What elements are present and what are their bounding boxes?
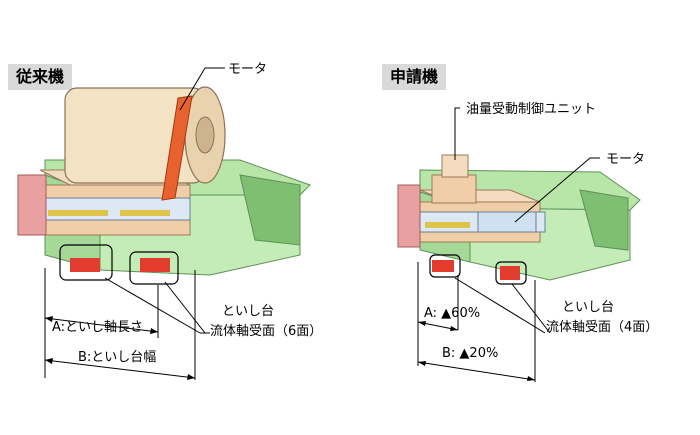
dim2-b-arrow [417,361,536,381]
control-unit-base [431,174,477,204]
base-right-block [239,174,301,246]
right-dim-a-label: A: ▲60% [424,306,481,321]
right-motor-label: モータ [606,152,646,167]
bearing2-callout-left [429,254,461,278]
right-unit-label: 油量受動制御ユニット [466,102,597,117]
right-dim-b-label: B: ▲20% [442,346,499,361]
left-dim-a-label: A:といし軸長さ [52,320,144,335]
left-dim-b-label: B:といし台幅 [78,350,157,365]
base2-right-block [579,189,629,251]
proposed-machine-drawing [397,107,641,382]
conventional-machine-drawing [17,67,311,380]
spindle2-band [425,222,470,228]
spindle-band-1 [48,210,108,216]
left-bearing-label-1: といし台 [222,304,275,319]
bearing-pad-left [70,258,100,272]
wheel2-flange [397,184,421,248]
motor-hub [195,116,215,154]
spindle-band-2 [120,210,170,216]
left-bearing-label-2: 流体軸受面（6面） [210,324,323,339]
unit-leader [454,107,460,160]
wheel-flange [17,174,47,236]
right-bearing-label-1: といし台 [562,300,615,315]
bearing-pad-right [140,258,170,272]
right-bearing-label-2: 流体軸受面（4面） [546,320,659,335]
bearing-callout-box-left [59,244,113,281]
left-motor-label: モータ [228,62,268,77]
belt [161,95,193,201]
motor2-leader [514,157,600,223]
bearing-leader-2 [164,281,206,334]
builtin-motor [477,211,537,233]
bearing-leader-1 [104,277,201,334]
bearing2-leader-1 [454,277,546,334]
bearing2-pad-left [432,260,454,272]
bearing2-leader-2 [511,283,551,334]
bearing2-callout-right [495,261,527,285]
conventional-machine-tag: 従来機 [8,64,73,90]
dim-b-arrow [44,359,196,379]
motor-leader [179,67,225,111]
bearing2-pad-right [500,266,520,280]
bearing-callout-box-right [129,251,179,285]
dim-a-arrow [44,317,159,333]
proposed-machine-tag: 申請機 [382,64,447,90]
